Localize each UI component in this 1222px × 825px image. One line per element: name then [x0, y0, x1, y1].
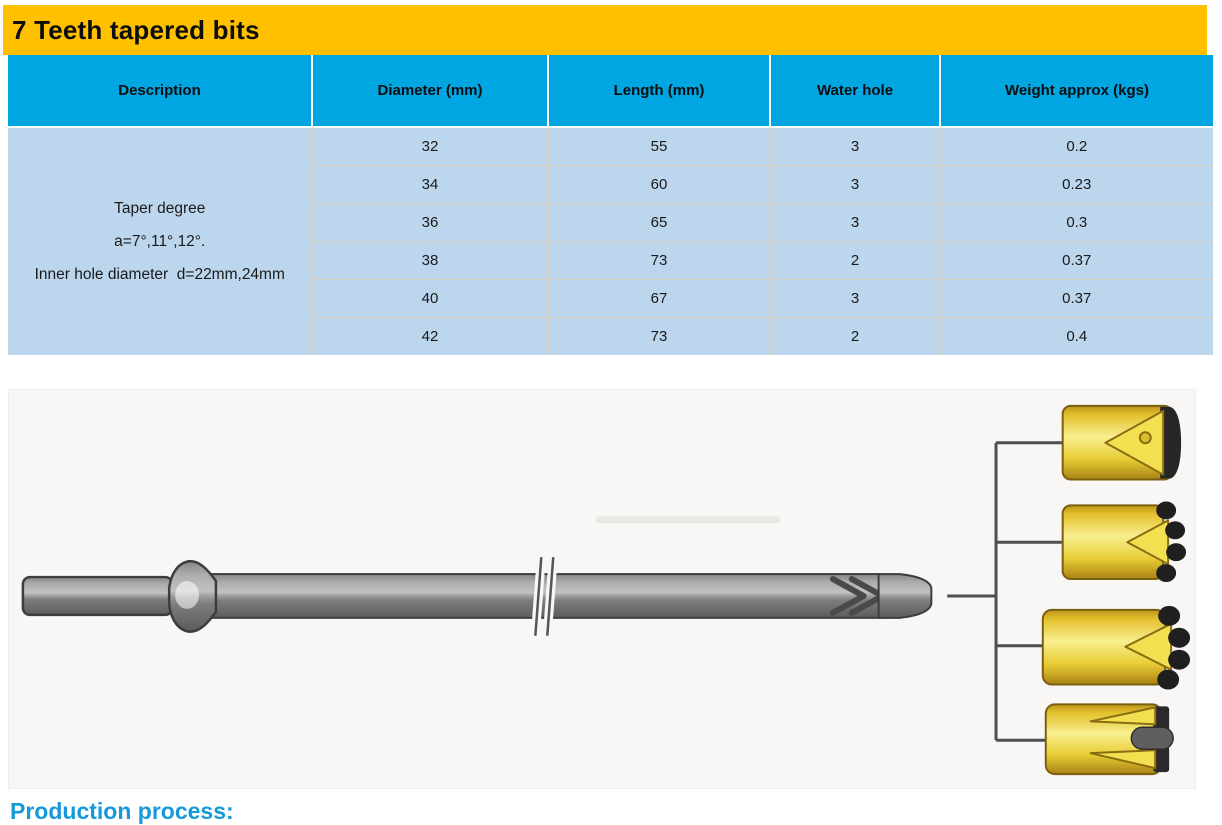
cell-length: 65 [548, 203, 771, 242]
chisel-face [1104, 409, 1165, 476]
cell-length: 73 [548, 241, 771, 280]
header-description: Description [8, 55, 313, 128]
header-length: Length (mm) [548, 55, 771, 128]
cell-length: 60 [548, 165, 771, 204]
table-row: 34 60 3 0.23 [8, 165, 1213, 204]
cell-weight: 0.2 [940, 127, 1213, 166]
bit-crown [1124, 622, 1173, 671]
cell-water-hole: 2 [770, 317, 941, 355]
image-artifact-smudge [596, 516, 781, 524]
cell-diameter: 32 [312, 127, 549, 166]
cross-bit [1044, 703, 1174, 776]
cell-water-hole: 3 [770, 279, 941, 318]
carbide-button [1166, 543, 1187, 562]
carbide-button [1158, 605, 1181, 626]
rod-shank [21, 575, 174, 617]
rod-chevron [829, 576, 867, 616]
cell-weight: 0.4 [940, 317, 1213, 355]
button-bit [1061, 501, 1187, 583]
carbide-button [1165, 521, 1186, 540]
cell-diameter: 34 [312, 165, 549, 204]
chisel-bit [1061, 404, 1182, 481]
header-weight: Weight approx (kgs) [940, 55, 1213, 128]
cell-water-hole: 3 [770, 127, 941, 166]
header-water-hole: Water hole [770, 55, 941, 128]
description-cell: Taper degree a=7°,11°,12°. Inner hole di… [8, 127, 313, 355]
description-line: Taper degree [114, 200, 206, 217]
cell-weight: 0.23 [940, 165, 1213, 204]
bit-face-edge [1160, 406, 1182, 479]
cell-diameter: 38 [312, 241, 549, 280]
cell-weight: 0.3 [940, 203, 1213, 242]
cell-weight: 0.37 [940, 279, 1213, 318]
cell-water-hole: 3 [770, 165, 941, 204]
description-line: Inner hole diameter d=22mm,24mm [34, 266, 285, 283]
table-row: 36 65 3 0.3 [8, 203, 1213, 242]
page-title-bar: 7 Teeth tapered bits [3, 5, 1207, 55]
cell-length: 67 [548, 279, 771, 318]
table-header-row: Description Diameter (mm) Length (mm) Wa… [8, 55, 1213, 128]
bracket-lines [947, 441, 1063, 742]
cell-length: 55 [548, 127, 771, 166]
blade-edge [1153, 746, 1170, 773]
blade [1089, 706, 1157, 726]
cell-weight: 0.37 [940, 241, 1213, 280]
description-line: a=7°,11°,12°. [114, 233, 206, 250]
cell-diameter: 36 [312, 203, 549, 242]
carbide-button [1168, 627, 1191, 648]
table-row: 42 73 2 0.4 [8, 317, 1213, 355]
cell-diameter: 42 [312, 317, 549, 355]
table-row: 40 67 3 0.37 [8, 279, 1213, 318]
rod-break-mark [530, 556, 558, 637]
carbide-button [1156, 564, 1177, 583]
water-hole [1138, 431, 1152, 445]
carbide-button [1168, 649, 1191, 670]
rod-taper-tip [877, 573, 933, 619]
bit-crown [1126, 519, 1170, 566]
cell-water-hole: 3 [770, 203, 941, 242]
taper-rod-image [21, 556, 933, 637]
cell-diameter: 40 [312, 279, 549, 318]
spec-table: Description Diameter (mm) Length (mm) Wa… [8, 55, 1213, 355]
collar-highlight [175, 581, 200, 609]
button-bit [1041, 605, 1191, 690]
cell-length: 73 [548, 317, 771, 355]
product-illustration [8, 389, 1196, 789]
page-title: 7 Teeth tapered bits [12, 14, 260, 45]
cell-water-hole: 2 [770, 241, 941, 280]
table-row: 38 73 2 0.37 [8, 241, 1213, 280]
header-diameter: Diameter (mm) [312, 55, 549, 128]
production-process-heading: Production process: [10, 798, 234, 824]
carbide-button [1157, 669, 1180, 690]
blade [1089, 749, 1157, 770]
center-button [1130, 726, 1174, 750]
table-row: Taper degree a=7°,11°,12°. Inner hole di… [8, 127, 1213, 355]
carbide-button [1156, 501, 1177, 520]
